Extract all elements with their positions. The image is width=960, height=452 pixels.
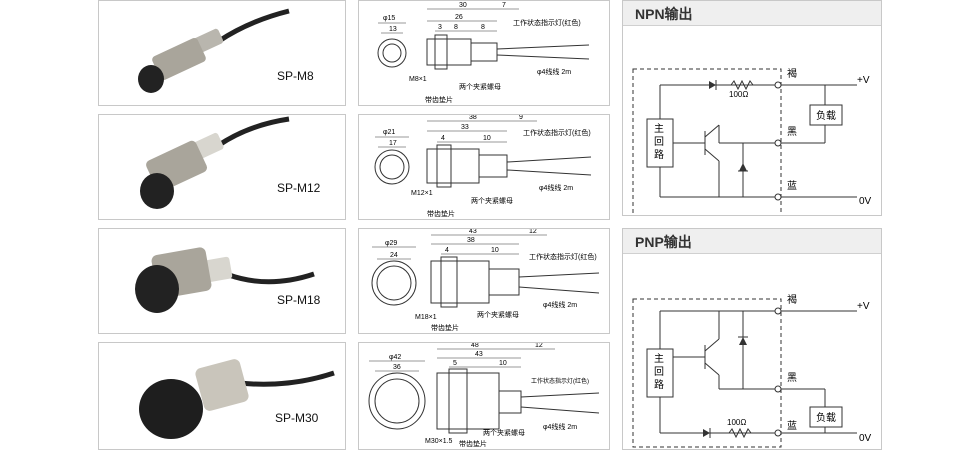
- dim-b-m8: 8: [454, 24, 458, 31]
- label-indicator-m8: 工作状态指示灯(红色): [513, 18, 581, 27]
- dim-a-m12: 4: [441, 135, 445, 142]
- pnp-main-3: 路: [654, 378, 664, 391]
- label-thread-m12: M12×1: [411, 190, 433, 197]
- label-cable-m8: φ4线线 2m: [537, 67, 571, 76]
- dim-cap-m18: 12: [529, 229, 537, 235]
- dim-body-m18: 38: [467, 237, 475, 244]
- dimension-drawing-m12: φ21 17 38 9 33 4 10 工作状态指示灯(红色) φ4线线 2m …: [374, 115, 592, 218]
- dim-b-m30: 10: [499, 360, 507, 367]
- npn-header: NPN输出: [623, 1, 881, 26]
- dim-cap-m12: 9: [519, 115, 523, 121]
- dim-inner-m8: 13: [389, 26, 397, 33]
- dim-cap-m30: 12: [535, 343, 543, 349]
- drawing-card-m8: φ15 13 30 7 26 3 8 8 工作状态指示灯(红色) φ4线线 2m…: [358, 0, 610, 106]
- label-cable-m18: φ4线线 2m: [543, 300, 577, 309]
- drawing-card-m12: φ21 17 38 9 33 4 10 工作状态指示灯(红色) φ4线线 2m …: [358, 114, 610, 220]
- npn-main-1: 主: [654, 123, 664, 135]
- label-cable-m12: φ4线线 2m: [539, 183, 573, 192]
- npn-circuit-diagram: 主 回 路 100Ω 褐 +V 负载 黑 蓝 0V: [632, 67, 872, 215]
- sensor-photo-m12: [140, 116, 290, 209]
- pnp-brown: 褐: [787, 293, 797, 306]
- label-indicator-m12: 工作状态指示灯(红色): [523, 128, 591, 137]
- dim-inner-m30: 36: [393, 364, 401, 371]
- model-label-m18: SP-M18: [277, 293, 321, 307]
- label-washer-m30: 带齿垫片: [459, 439, 487, 448]
- label-nuts-m18: 两个夹紧螺母: [477, 310, 519, 319]
- npn-load: 负载: [816, 109, 836, 122]
- pnp-main-1: 主: [654, 353, 664, 365]
- label-thread-m8: M8×1: [409, 76, 427, 83]
- dim-a-m8: 3: [438, 24, 442, 31]
- drawing-card-m18: φ29 24 43 12 38 4 10 工作状态指示灯(红色) φ4线线 2m…: [358, 228, 610, 334]
- dim-cap-m8: 7: [502, 2, 506, 9]
- model-label-m30: SP-M30: [275, 411, 319, 425]
- dim-body-m30: 43: [475, 351, 483, 358]
- dimension-drawing-m30: φ42 36 48 12 43 5 10 工作状态指示灯(红色) φ4线线 2m…: [368, 343, 600, 448]
- dim-total-m8: 30: [459, 2, 467, 9]
- pnp-load: 负载: [816, 411, 836, 424]
- dim-total-m30: 48: [471, 343, 479, 349]
- pnp-circuit-diagram: 褐 +V 主 回 路 黑 负载 100Ω 蓝 0V: [632, 293, 872, 448]
- dim-dia-m18: φ29: [385, 240, 397, 247]
- sensor-photo-m8: [138, 8, 290, 93]
- label-nuts-m8: 两个夹紧螺母: [459, 82, 501, 91]
- dim-b-m12: 10: [483, 135, 491, 142]
- npn-main-3: 路: [654, 148, 664, 161]
- dim-body-m8: 26: [455, 14, 463, 21]
- label-washer-m18: 带齿垫片: [431, 323, 459, 332]
- label-nuts-m30: 两个夹紧螺母: [483, 428, 525, 437]
- pnp-header: PNP输出: [623, 229, 881, 254]
- label-washer-m8: 带齿垫片: [425, 95, 453, 104]
- model-label-m12: SP-M12: [277, 181, 321, 195]
- dim-a-m18: 4: [445, 247, 449, 254]
- pnp-main-2: 回: [654, 366, 664, 378]
- pnp-vplus: +V: [857, 301, 870, 312]
- dim-total-m12: 38: [469, 115, 477, 121]
- dim-a-m30: 5: [453, 360, 457, 367]
- pnp-resistor: 100Ω: [727, 418, 746, 427]
- sensor-photo-m30: [139, 359, 335, 439]
- dim-dia-m30: φ42: [389, 354, 401, 361]
- pnp-circuit-panel: PNP输出 褐 +V 主 回 路 黑 负载 100Ω: [622, 228, 882, 450]
- npn-resistor: 100Ω: [729, 90, 748, 99]
- dim-c-m8: 8: [481, 24, 485, 31]
- label-cable-m30: φ4线线 2m: [543, 422, 577, 431]
- dim-dia-m12: φ21: [383, 129, 395, 136]
- dim-inner-m18: 24: [390, 252, 398, 259]
- label-indicator-m18: 工作状态指示灯(红色): [529, 252, 597, 261]
- label-nuts-m12: 两个夹紧螺母: [471, 196, 513, 205]
- sensor-photo-m18: [135, 247, 315, 313]
- npn-zerov: 0V: [859, 196, 872, 207]
- dim-body-m12: 33: [461, 124, 469, 131]
- drawing-card-m30: φ42 36 48 12 43 5 10 工作状态指示灯(红色) φ4线线 2m…: [358, 342, 610, 450]
- pnp-zerov: 0V: [859, 433, 872, 444]
- dimension-drawing-m8: φ15 13 30 7 26 3 8 8 工作状态指示灯(红色) φ4线线 2m…: [377, 2, 590, 104]
- npn-black: 黑: [787, 126, 797, 138]
- npn-circuit-panel: NPN输出 主 回 路 100Ω 褐 +V 负载 黑: [622, 0, 882, 216]
- model-label-m8: SP-M8: [277, 69, 314, 83]
- label-thread-m18: M18×1: [415, 314, 437, 321]
- pnp-black: 黑: [787, 372, 797, 384]
- label-indicator-m30: 工作状态指示灯(红色): [531, 377, 589, 385]
- npn-title: NPN输出: [635, 6, 693, 22]
- npn-brown: 褐: [787, 67, 797, 80]
- pnp-title: PNP输出: [635, 234, 692, 250]
- label-thread-m30: M30×1.5: [425, 438, 453, 445]
- sensor-photo-card-m18: SP-M18: [98, 228, 346, 334]
- pnp-blue: 蓝: [787, 420, 797, 432]
- label-washer-m12: 带齿垫片: [427, 209, 455, 218]
- dim-dia-m8: φ15: [383, 15, 395, 22]
- npn-main-2: 回: [654, 136, 664, 148]
- sensor-photo-card-m30: SP-M30: [98, 342, 346, 450]
- sensor-photo-card-m12: SP-M12: [98, 114, 346, 220]
- dim-total-m18: 43: [469, 229, 477, 235]
- npn-vplus: +V: [857, 75, 870, 86]
- dimension-drawing-m18: φ29 24 43 12 38 4 10 工作状态指示灯(红色) φ4线线 2m…: [371, 229, 600, 332]
- dim-inner-m12: 17: [389, 140, 397, 147]
- npn-blue: 蓝: [787, 180, 797, 192]
- dim-b-m18: 10: [491, 247, 499, 254]
- sensor-photo-card-m8: SP-M8: [98, 0, 346, 106]
